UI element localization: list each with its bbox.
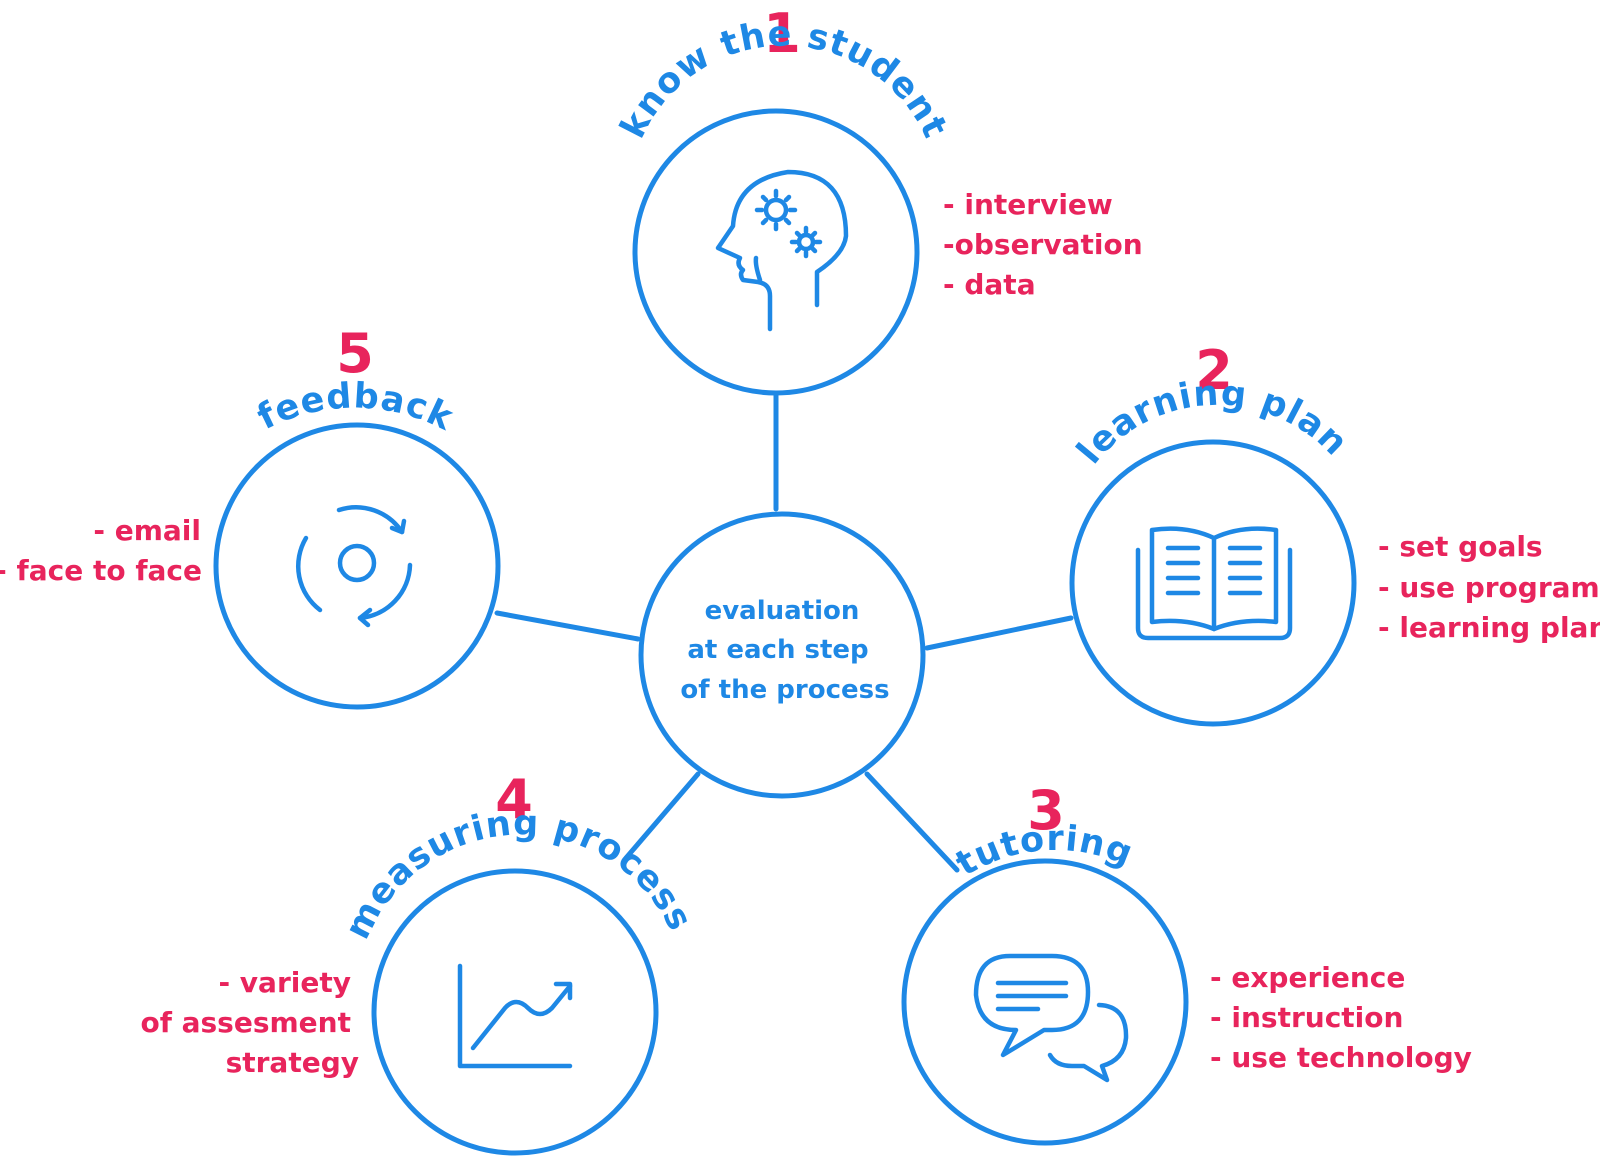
connectors xyxy=(494,390,1074,873)
step-5-circle xyxy=(213,422,501,710)
step-3-bullet-3: - use technology xyxy=(1210,1041,1472,1074)
step-4-number: 4 xyxy=(495,768,533,831)
center-node: evaluation at each step of the process xyxy=(638,511,926,799)
step-2-bullet-2: - use program xyxy=(1378,571,1600,604)
step-5-title: feedback xyxy=(251,376,459,439)
step-5-number: 5 xyxy=(336,322,374,385)
step-1: 1 know the student - inte xyxy=(613,2,1143,396)
chat-bubbles-icon xyxy=(973,953,1129,1083)
growth-chart-icon xyxy=(457,963,573,1069)
step-2-bullet-1: - set goals xyxy=(1378,530,1543,563)
step-1-title: know the student xyxy=(613,14,955,144)
connector-3 xyxy=(864,771,960,873)
step-5-bullet-1: - email xyxy=(93,514,201,547)
step-2-number: 2 xyxy=(1195,339,1233,402)
refresh-cycle-icon xyxy=(296,505,413,628)
step-3: 3 tutoring - experience - instruction - … xyxy=(901,779,1472,1146)
step-1-bullet-2: -observation xyxy=(943,228,1143,261)
connector-5 xyxy=(494,610,641,642)
step-5: 5 feedback - email - face to face xyxy=(0,322,501,710)
step-2-circle xyxy=(1069,439,1357,727)
step-3-bullet-2: - instruction xyxy=(1210,1001,1403,1034)
step-4-bullet-1: - variety xyxy=(218,966,351,999)
center-circle xyxy=(638,511,926,799)
center-text-line-2: at each step xyxy=(687,635,868,665)
step-3-number: 3 xyxy=(1027,779,1065,842)
connector-2 xyxy=(924,615,1074,651)
step-4-circle xyxy=(371,868,659,1156)
step-2: 2 learning plan - set goals - use progra… xyxy=(1069,339,1600,727)
step-4-bullet-3: strategy xyxy=(226,1046,359,1079)
step-2-title: learning plan xyxy=(1070,374,1356,472)
step-2-bullet-3: - learning plan xyxy=(1378,611,1600,644)
connector-4 xyxy=(623,771,701,861)
step-1-bullet-1: - interview xyxy=(943,188,1113,221)
step-5-bullet-2: - face to face xyxy=(0,554,202,587)
step-4-bullet-2: of assesment xyxy=(140,1006,351,1039)
step-1-circle xyxy=(632,108,920,396)
center-text-line-1: evaluation xyxy=(705,596,860,626)
step-1-number: 1 xyxy=(763,2,801,65)
step-1-bullet-3: - data xyxy=(943,268,1036,301)
step-4-title: measuring process xyxy=(338,803,700,945)
step-3-circle xyxy=(901,858,1189,1146)
step-3-bullet-1: - experience xyxy=(1210,961,1405,994)
center-text-line-3: of the process xyxy=(680,675,889,705)
head-gears-icon xyxy=(715,169,849,332)
step-4: 4 measuring process - variety of assesme… xyxy=(140,768,700,1156)
open-book-icon xyxy=(1135,526,1293,641)
